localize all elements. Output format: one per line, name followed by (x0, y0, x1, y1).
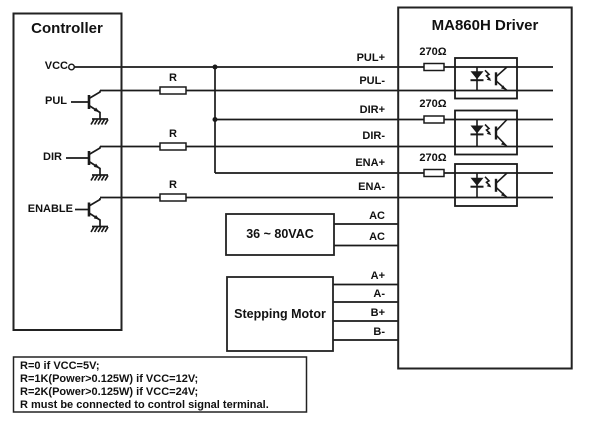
resistor-label-r: R (169, 179, 177, 191)
controller-title: Controller (31, 20, 103, 37)
controller-box (12, 12, 123, 331)
resistor-270-pul (423, 62, 445, 72)
terminal-label-a-minus: A- (373, 288, 385, 300)
terminal-label-ena-minus: ENA- (358, 181, 385, 193)
flash-arrowhead (486, 77, 492, 81)
optocoupler-box (454, 109, 518, 156)
npn-transistor-dir (87, 145, 110, 182)
resistor-270-ena (423, 168, 445, 178)
terminal-label-b-plus: B+ (370, 307, 385, 319)
junction-dot (212, 117, 218, 122)
emitter-arrow (500, 192, 506, 197)
motor-box (226, 276, 334, 352)
outline-boxes (12, 6, 573, 413)
resistor-r-enable (159, 193, 187, 202)
terminal-label-ac1: AC (369, 210, 385, 222)
power-supply-box (225, 213, 335, 256)
npn-transistor-enable (87, 196, 110, 234)
optocoupler-flash-arrow (484, 176, 491, 187)
npn-transistor-pul (87, 89, 110, 126)
signal-label-vcc: VCC (44, 60, 68, 72)
terminal-label-dir-plus: DIR+ (359, 104, 385, 116)
phototransistor-collector (495, 66, 508, 78)
optocoupler-flash-arrow (484, 69, 491, 80)
resistor-label-r: R (169, 128, 177, 140)
internal-resistors (423, 62, 445, 178)
led-triangle (470, 71, 484, 80)
motor-label: Stepping Motor (234, 307, 326, 321)
signal-label-dir: DIR (43, 151, 62, 163)
resistor-value-270: 270Ω (419, 46, 447, 58)
note-line: R=2K(Power>0.125W) if VCC=24V; (20, 386, 199, 398)
emitter-arrow (500, 85, 506, 90)
notes-text: R=0 if VCC=5V; R=1K(Power>0.125W) if VCC… (20, 360, 305, 412)
terminal-label-ena-plus: ENA+ (355, 157, 385, 169)
terminal-label-pul-minus: PUL- (359, 75, 385, 87)
power-supply-label: 36 ~ 80VAC (246, 227, 314, 241)
resistor-value-270: 270Ω (419, 98, 447, 110)
phototransistor-collector (495, 172, 508, 184)
resistor-value-270: 270Ω (419, 152, 447, 164)
driver-title: MA860H Driver (431, 17, 539, 34)
emitter-arrow (500, 141, 506, 146)
phototransistor-collector (495, 118, 508, 132)
optocoupler-dir (454, 109, 518, 156)
note-line: R must be connected to control signal te… (20, 399, 269, 411)
terminal-label-b-minus: B- (373, 326, 385, 338)
flash-arrowhead (486, 183, 492, 188)
optocoupler-box (454, 163, 518, 207)
series-resistors (159, 86, 187, 202)
terminal-label-a-plus: A+ (370, 270, 385, 282)
phototransistor-emitter (495, 134, 508, 148)
resistor-r-dir (159, 142, 187, 151)
signal-label-pul: PUL (45, 95, 67, 107)
led-triangle (470, 177, 484, 186)
optocoupler-flash-arrow (484, 123, 491, 135)
note-line: R=0 if VCC=5V; (20, 360, 100, 372)
resistor-label-r: R (169, 72, 177, 84)
wires (66, 66, 553, 341)
terminal-label-ac2: AC (369, 231, 385, 243)
driver-box (397, 6, 573, 370)
junction-dot (212, 64, 218, 70)
optocoupler-pul (454, 57, 518, 100)
note-line: R=1K(Power>0.125W) if VCC=12V; (20, 373, 199, 385)
flash-arrowhead (486, 131, 492, 136)
signal-label-enable: ENABLE (27, 203, 73, 215)
resistor-r-pul (159, 86, 187, 95)
led-triangle (470, 125, 484, 134)
optocoupler-box (454, 57, 518, 100)
optocoupler-ena (454, 163, 518, 207)
terminal-label-dir-minus: DIR- (362, 130, 385, 142)
terminal-label-pul-plus: PUL+ (356, 52, 385, 64)
notes-box (12, 356, 308, 413)
resistor-270-dir (423, 115, 445, 124)
vcc-terminal-circle (67, 63, 75, 71)
